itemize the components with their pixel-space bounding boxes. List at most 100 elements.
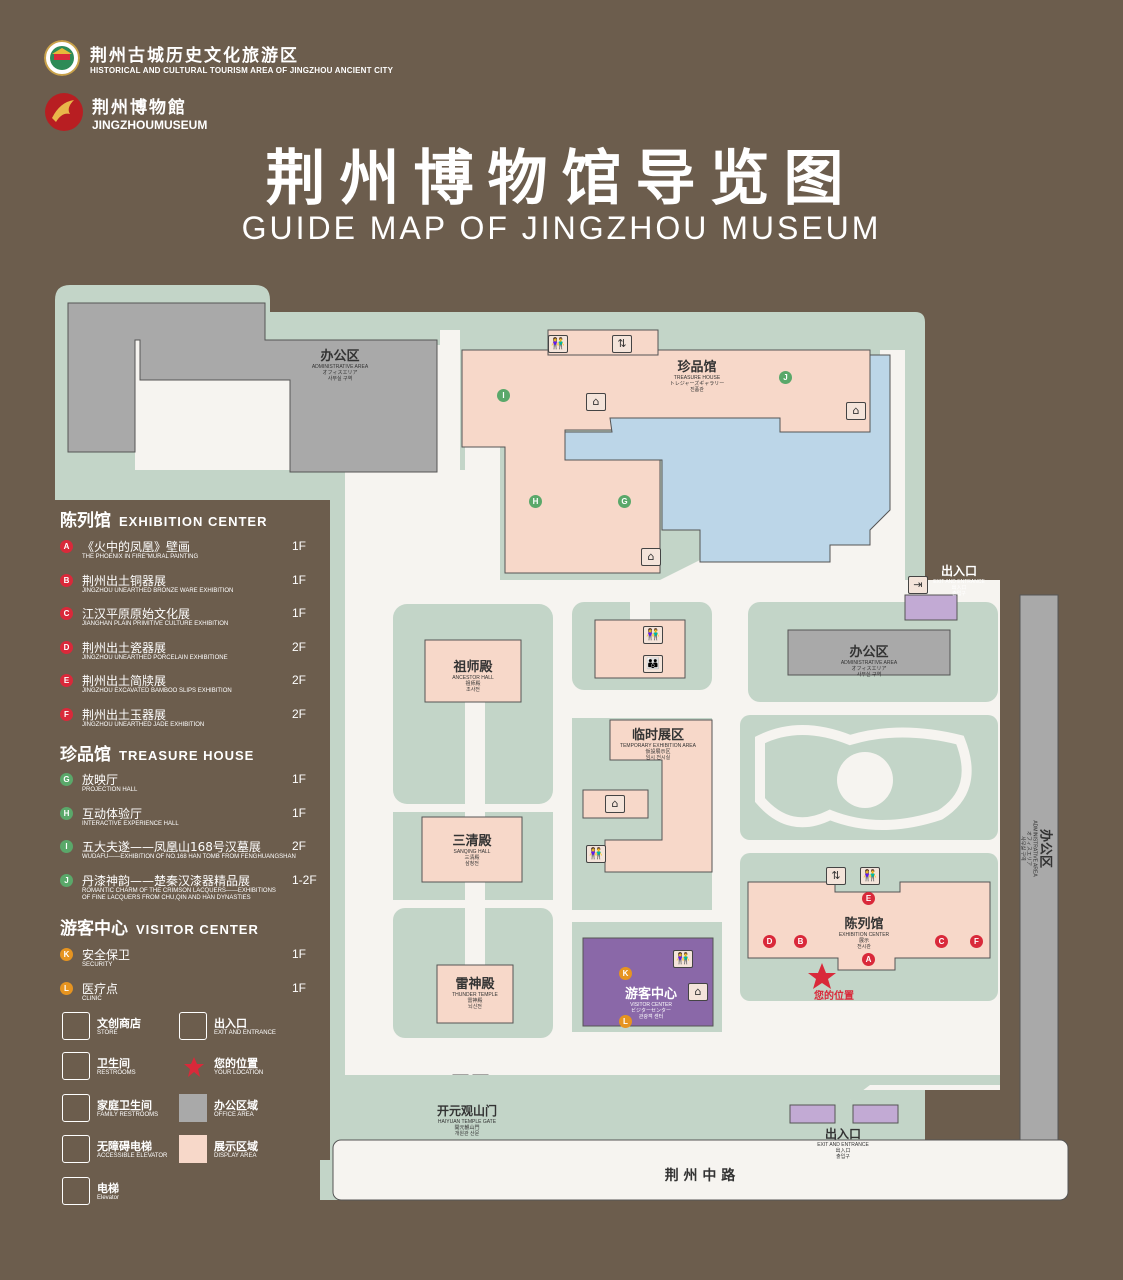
key-store-cn: 文创商店	[97, 1017, 141, 1030]
legend-badge: G	[60, 773, 73, 786]
legend-item-floor: 1F	[292, 572, 307, 587]
museum-name-cn: 荆州博物館	[92, 97, 187, 118]
key-office-cn: 办公区域	[214, 1099, 258, 1112]
marker-j: J	[779, 371, 792, 384]
key-office-swatch	[179, 1094, 207, 1122]
marker-d: D	[763, 935, 776, 948]
legend-badge: A	[60, 540, 73, 553]
legend-badge: L	[60, 981, 73, 995]
legend-item-floor: 1F	[292, 539, 307, 553]
marker-k: K	[619, 967, 632, 980]
key-exit-icon	[179, 1012, 207, 1040]
marker-c: C	[935, 935, 948, 948]
restroom-icon: 👫	[673, 950, 693, 968]
legend-badge: E	[60, 674, 73, 687]
legend-item-floor: 2F	[292, 639, 307, 654]
garden-pond	[837, 752, 893, 808]
key-exit-en: EXIT AND ENTRANCE	[214, 1030, 276, 1036]
entrance-ne	[904, 594, 958, 621]
marker-l: L	[619, 1015, 632, 1028]
legend-item-floor: 1F	[292, 606, 307, 620]
exhibition-center-building	[747, 881, 991, 971]
key-elevator-icon	[62, 1177, 90, 1205]
legend-item-cn: 荆州出土简牍展	[82, 674, 167, 688]
legend-badge: H	[60, 806, 73, 820]
legend-item-cn: 安全保卫	[82, 948, 131, 962]
store-icon: ⌂	[586, 393, 606, 411]
legend-item-floor: 2F	[292, 706, 307, 721]
restroom-icon: 👫	[860, 867, 880, 885]
key-family-cn: 家庭卫生间	[97, 1099, 152, 1112]
legend-badge: D	[60, 640, 73, 654]
key-display-swatch	[179, 1135, 207, 1163]
legend-item-floor: 2F	[292, 673, 307, 687]
legend-item-en: WUDAFU——EXHIBITION OF NO.168 HAN TOMB FR…	[82, 854, 296, 860]
legend-item-en: ROMANTIC CHARM OF THE CRIMSON LACQUERS——…	[82, 887, 276, 901]
legend-item-floor: 1-2F	[292, 872, 317, 887]
legend-item-en: SECURITY	[82, 962, 113, 968]
elevator-icon: ⇅	[826, 867, 846, 885]
restroom-building	[594, 619, 686, 679]
legend-item-cn: 荆州出土铜器展	[82, 573, 167, 588]
key-restroom-icon	[62, 1052, 90, 1080]
key-office-en: OFFICE AREA	[214, 1112, 254, 1118]
key-display-en: DISPLAY AREA	[214, 1153, 257, 1159]
office-building-nw	[67, 302, 438, 473]
museum-phoenix-logo-icon	[45, 93, 83, 131]
store-icon: ⌂	[641, 548, 661, 566]
legend-item-cn: 医疗点	[82, 981, 119, 996]
legend-item-en: INTERACTIVE EXPERIENCE HALL	[82, 820, 179, 827]
legend-item-floor: 1F	[292, 980, 307, 995]
restroom-icon: 👫	[643, 626, 663, 644]
legend-badge: C	[60, 607, 73, 620]
legend-item-en: JINGZHOU UNEARTHED BRONZE WARE EXHIBITIO…	[82, 587, 234, 594]
pond	[564, 354, 891, 563]
page-title: 荆州博物馆导览图	[265, 144, 858, 214]
legend-item-en: JINGZHOU UNEARTHED JADE EXHIBITION	[82, 721, 205, 728]
legend-item-cn: 五大夫遂——凤凰山168号汉墓展	[82, 840, 261, 854]
legend-item-en: CLINIC	[82, 995, 102, 1002]
south-lawn	[345, 1075, 1000, 1125]
key-display-cn: 展示区域	[214, 1140, 258, 1153]
store-icon: ⌂	[605, 795, 625, 813]
elevator-icon: ⇅	[612, 335, 632, 353]
path-sanqing-thunder	[465, 880, 485, 970]
store-icon: ⌂	[688, 983, 708, 1001]
area-logo-block: 荆州古城历史文化旅游区 HISTORICAL AND CULTURAL TOUR…	[44, 40, 393, 76]
restroom-icon: 👫	[586, 845, 606, 863]
area-logo-icon	[44, 40, 80, 76]
legend-item-floor: 1F	[292, 772, 307, 786]
road-label: 荆 州 中 路	[664, 1168, 736, 1184]
page-subtitle: GUIDE MAP OF JINGZHOU MUSEUM	[241, 210, 882, 246]
restroom-icon: 👫	[548, 335, 568, 353]
marker-g: G	[618, 495, 631, 508]
area-name-en: HISTORICAL AND CULTURAL TOURISM AREA OF …	[90, 66, 394, 75]
key-store-icon	[62, 1012, 90, 1040]
legend-badge: F	[60, 707, 73, 721]
legend-item-en: JINGZHOU EXCAVATED BAMBOO SLIPS EXHIBITI…	[82, 688, 232, 694]
museum-name-en: JINGZHOUMUSEUM	[92, 117, 208, 132]
legend-item-cn: 荆州出土玉器展	[82, 707, 167, 722]
legend-item-cn: 荆州出土瓷器展	[82, 640, 167, 655]
temporary-exhibition-building	[604, 719, 713, 873]
marker-e: E	[862, 892, 875, 905]
legend-item-cn: 丹漆神韵——楚秦汉漆器精品展	[82, 873, 251, 888]
legend-badge: J	[60, 873, 73, 887]
sanqing-hall	[421, 816, 523, 883]
legend-item-floor: 2F	[292, 839, 307, 853]
marker-f: F	[970, 935, 983, 948]
